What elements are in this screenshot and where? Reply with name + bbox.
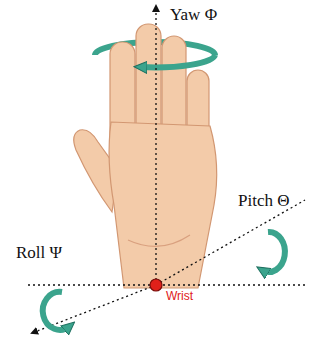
yaw-arrow (140, 55, 215, 67)
wrist-label: Wrist (166, 290, 193, 303)
axis-label: Pitch Θ (238, 192, 289, 211)
axis-lines (28, 6, 305, 333)
wrist-dot (150, 279, 162, 291)
hand (74, 24, 217, 288)
pitch-arrow (262, 232, 285, 272)
axis-label: Roll Ψ (16, 244, 62, 263)
roll-arrow (43, 292, 70, 330)
axis-label: Yaw Φ (170, 6, 217, 25)
